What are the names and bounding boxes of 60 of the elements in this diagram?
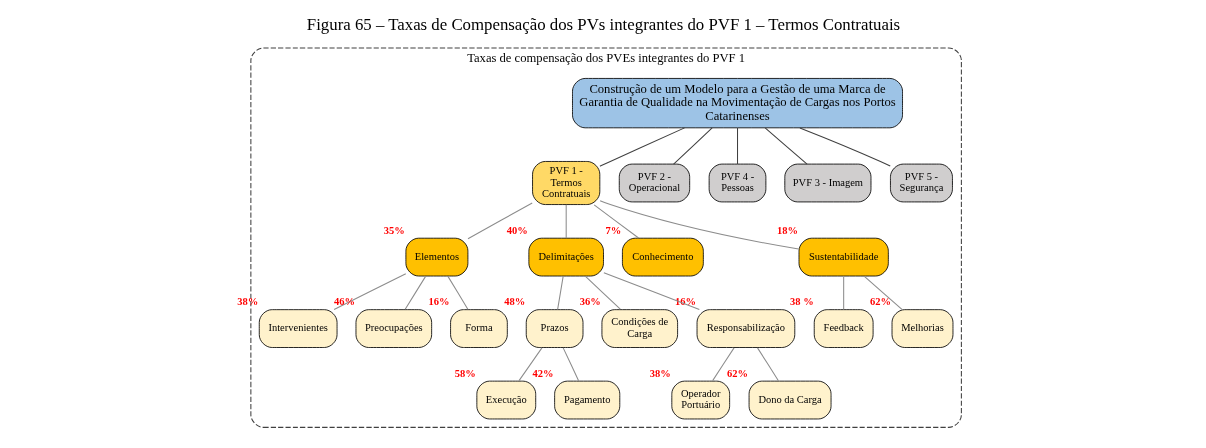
- node-label: 18%: [776, 224, 798, 236]
- node-label: 7%: [605, 224, 621, 236]
- connector: [798, 127, 891, 167]
- node-label: 62%: [726, 367, 748, 379]
- node-label: 16%: [674, 296, 696, 308]
- connector: [736, 127, 738, 165]
- node-box: Forma: [449, 309, 508, 348]
- node-label: 58%: [454, 367, 476, 379]
- node-box: PVF 4 - Pessoas: [708, 163, 766, 203]
- node-label: 42%: [532, 367, 554, 379]
- connector: [863, 275, 902, 310]
- node-box: Delimitações: [527, 237, 604, 277]
- connector: [756, 347, 779, 382]
- connector: [584, 275, 621, 310]
- node-box: Intervenientes: [258, 309, 337, 348]
- diagram-title: Figura 65 – Taxas de Compensação dos PVs integrantes do PVF 1 – Termos Contratuais: [306, 14, 900, 34]
- connector: [711, 347, 735, 382]
- connector: [556, 275, 564, 310]
- node-box: Dono da Carga: [748, 380, 831, 420]
- connector: [565, 204, 567, 239]
- node-box: PVF 5 - Segurança: [889, 163, 953, 203]
- node-box: PVF 1 - Termos Contratuais: [531, 161, 600, 205]
- connector: [764, 127, 808, 165]
- connector: [446, 275, 468, 310]
- node-box: PVF 3 - Imagem: [783, 163, 871, 203]
- connector: [404, 275, 426, 310]
- node-box: PVF 2 - Operacional: [618, 163, 690, 203]
- node-box: Sustentabilidade: [798, 237, 889, 277]
- node-box: Pagamento: [553, 380, 620, 420]
- connector: [842, 275, 844, 310]
- connector: [466, 202, 533, 240]
- connector: [602, 272, 700, 311]
- node-box: Execução: [475, 380, 536, 420]
- node-box: Construção de um Modelo para a Gestão de uma Marca de Garantia de Qualidade na Movimentação de Cargas nos Portos Catarinenses: [571, 78, 903, 129]
- connector: [333, 273, 406, 311]
- node-box: Conhecimento: [621, 237, 704, 277]
- node-box: Feedback: [813, 309, 873, 348]
- connector: [518, 347, 542, 382]
- node-box: Elementos: [404, 237, 468, 277]
- node-label: 38%: [236, 296, 258, 308]
- node-label: 40%: [506, 224, 528, 236]
- node-box: Condições de Carga: [601, 309, 678, 348]
- node-label: 16%: [428, 296, 449, 308]
- connector: [599, 200, 799, 250]
- node-label: 48%: [503, 296, 525, 308]
- node-label: 62%: [869, 296, 891, 308]
- node-label: 38%: [649, 367, 671, 379]
- node-box: Responsabilização: [696, 309, 795, 348]
- connector: [593, 204, 639, 239]
- node-label: 35%: [383, 224, 405, 236]
- node-box: Melhorias: [891, 309, 953, 348]
- connector: [562, 347, 579, 382]
- connector: [672, 127, 713, 165]
- node-box: Prazos: [525, 309, 583, 348]
- node-box: Preocupações: [355, 309, 432, 348]
- node-label: 36%: [579, 296, 601, 308]
- connector: [598, 127, 685, 167]
- node-label: 38 %: [789, 296, 814, 308]
- node-label: 46%: [333, 296, 355, 308]
- node-box: Operador Portuário: [670, 380, 730, 420]
